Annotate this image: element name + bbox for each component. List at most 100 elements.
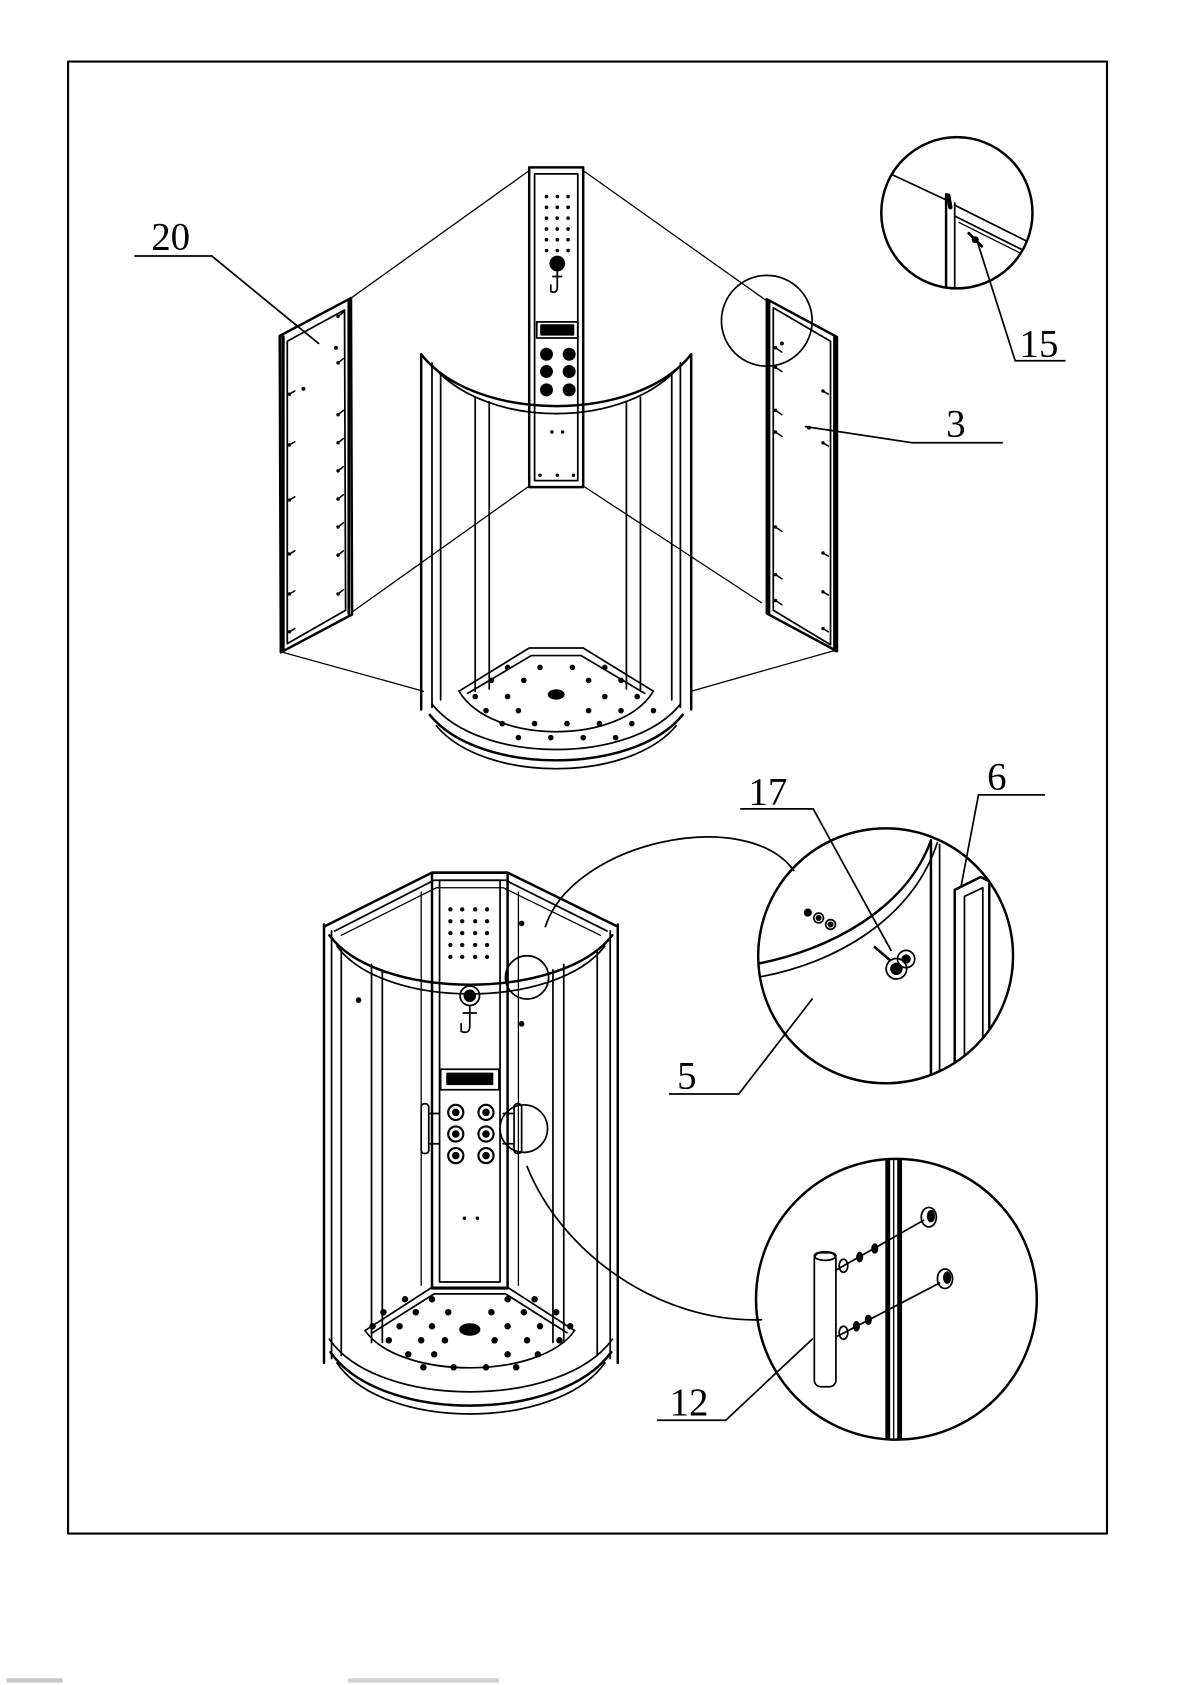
tray-dot (516, 708, 522, 714)
detail-view-roller (754, 828, 1013, 1090)
body-jet-icon (482, 1152, 490, 1160)
tray-dot (488, 1309, 494, 1315)
fixing-point (572, 473, 575, 476)
nozzle-dot (460, 943, 464, 947)
detail-marker-circle (505, 956, 548, 999)
fixing-point (780, 341, 784, 345)
nozzle-dot (473, 931, 477, 935)
body-jet-icon (563, 365, 576, 378)
nozzle-dot (460, 955, 464, 959)
body-jet-icon (540, 365, 553, 378)
fixing-hook (821, 551, 824, 554)
tray-dot (634, 694, 640, 700)
callout-20: 20 (135, 215, 319, 343)
tray-dot (402, 1296, 408, 1302)
body-jet-icon (563, 383, 576, 396)
nozzle-dot (555, 216, 559, 220)
fixing-point (538, 473, 541, 476)
nozzle-dot (473, 955, 477, 959)
fixing-hook (336, 497, 339, 500)
tray-dot (505, 694, 511, 700)
tray-dot (472, 694, 478, 700)
detail-view-screw (881, 137, 1037, 294)
nozzle-dot (460, 919, 464, 923)
tray-dot (418, 1337, 424, 1343)
tray-dot (420, 1364, 426, 1370)
fixing-point (550, 430, 553, 433)
tray-dot (567, 1323, 573, 1329)
fixing-hook (336, 413, 339, 416)
tray-dot (483, 1364, 489, 1370)
tray-dot (396, 1323, 402, 1329)
tray-dot (504, 1323, 510, 1329)
nozzle-dot (545, 227, 549, 231)
fixing-hook (288, 592, 291, 595)
fixing-hook (336, 592, 339, 595)
callout-15: 15 (977, 242, 1064, 365)
nozzle-dot (566, 216, 570, 220)
tray-dot (499, 721, 505, 727)
drain-icon (549, 690, 564, 699)
body-jet-icon (540, 383, 553, 396)
tray-dot (597, 721, 603, 727)
tray-dot (386, 1337, 392, 1343)
nozzle-dot (566, 238, 570, 242)
nozzle-dot (555, 195, 559, 199)
fixing-hook (821, 627, 824, 630)
tray-dot (505, 665, 511, 671)
nozzle-dot (448, 931, 452, 935)
handle-bar (814, 1252, 836, 1387)
callout-label: 6 (987, 755, 1006, 798)
nozzle-dot (555, 206, 559, 210)
tray-dot (580, 735, 586, 741)
callout-label: 3 (946, 402, 965, 445)
tray-dot (513, 1364, 519, 1370)
shower-column (432, 873, 508, 1289)
fixing-hook (288, 498, 291, 501)
fixing-hook (774, 346, 777, 349)
profile-channel (955, 877, 990, 1069)
body-jet-icon (563, 348, 576, 361)
detail-view-handle (756, 1156, 1037, 1448)
body-jet-icon (540, 348, 553, 361)
body-jet-icon (452, 1152, 460, 1160)
roller-wheel-icon (875, 947, 915, 979)
tray-dot (521, 678, 527, 684)
control-display (537, 322, 578, 338)
callout-12: 12 (658, 1339, 812, 1424)
nozzle-dot (485, 943, 489, 947)
tray-dot (380, 1309, 386, 1315)
nozzle-dot (545, 216, 549, 220)
side-panel-left (280, 298, 352, 652)
tray-dot (483, 708, 489, 714)
callout-label: 12 (670, 1381, 709, 1424)
nozzle-dot (485, 931, 489, 935)
body-jet-icon (452, 1109, 460, 1117)
tray-dot (531, 1296, 537, 1302)
tray-dot (413, 1309, 419, 1315)
fixing-hook (774, 409, 777, 412)
nozzle-dot (448, 955, 452, 959)
fixing-point (520, 921, 524, 925)
fixing-point (476, 1217, 479, 1220)
door-handle-left (421, 1104, 438, 1154)
nozzle-dot (545, 195, 549, 199)
fixing-hook (336, 525, 339, 528)
fixing-point (302, 387, 306, 391)
nozzle-dot (545, 238, 549, 242)
fixing-point (334, 346, 338, 350)
tray-dot (535, 1351, 541, 1357)
tray-dot (532, 721, 538, 727)
fixing-point (520, 1022, 524, 1026)
fixing-hook (821, 441, 824, 444)
fixing-hook (288, 443, 291, 446)
tray-dot (429, 1323, 435, 1329)
tray-dot (618, 678, 624, 684)
fixing-hook (774, 430, 777, 433)
screw-icon (969, 233, 982, 246)
nozzle-dot (485, 907, 489, 911)
callout-label: 17 (748, 771, 787, 814)
fixing-hook (336, 315, 339, 318)
detail-connector-arc (527, 1166, 761, 1319)
